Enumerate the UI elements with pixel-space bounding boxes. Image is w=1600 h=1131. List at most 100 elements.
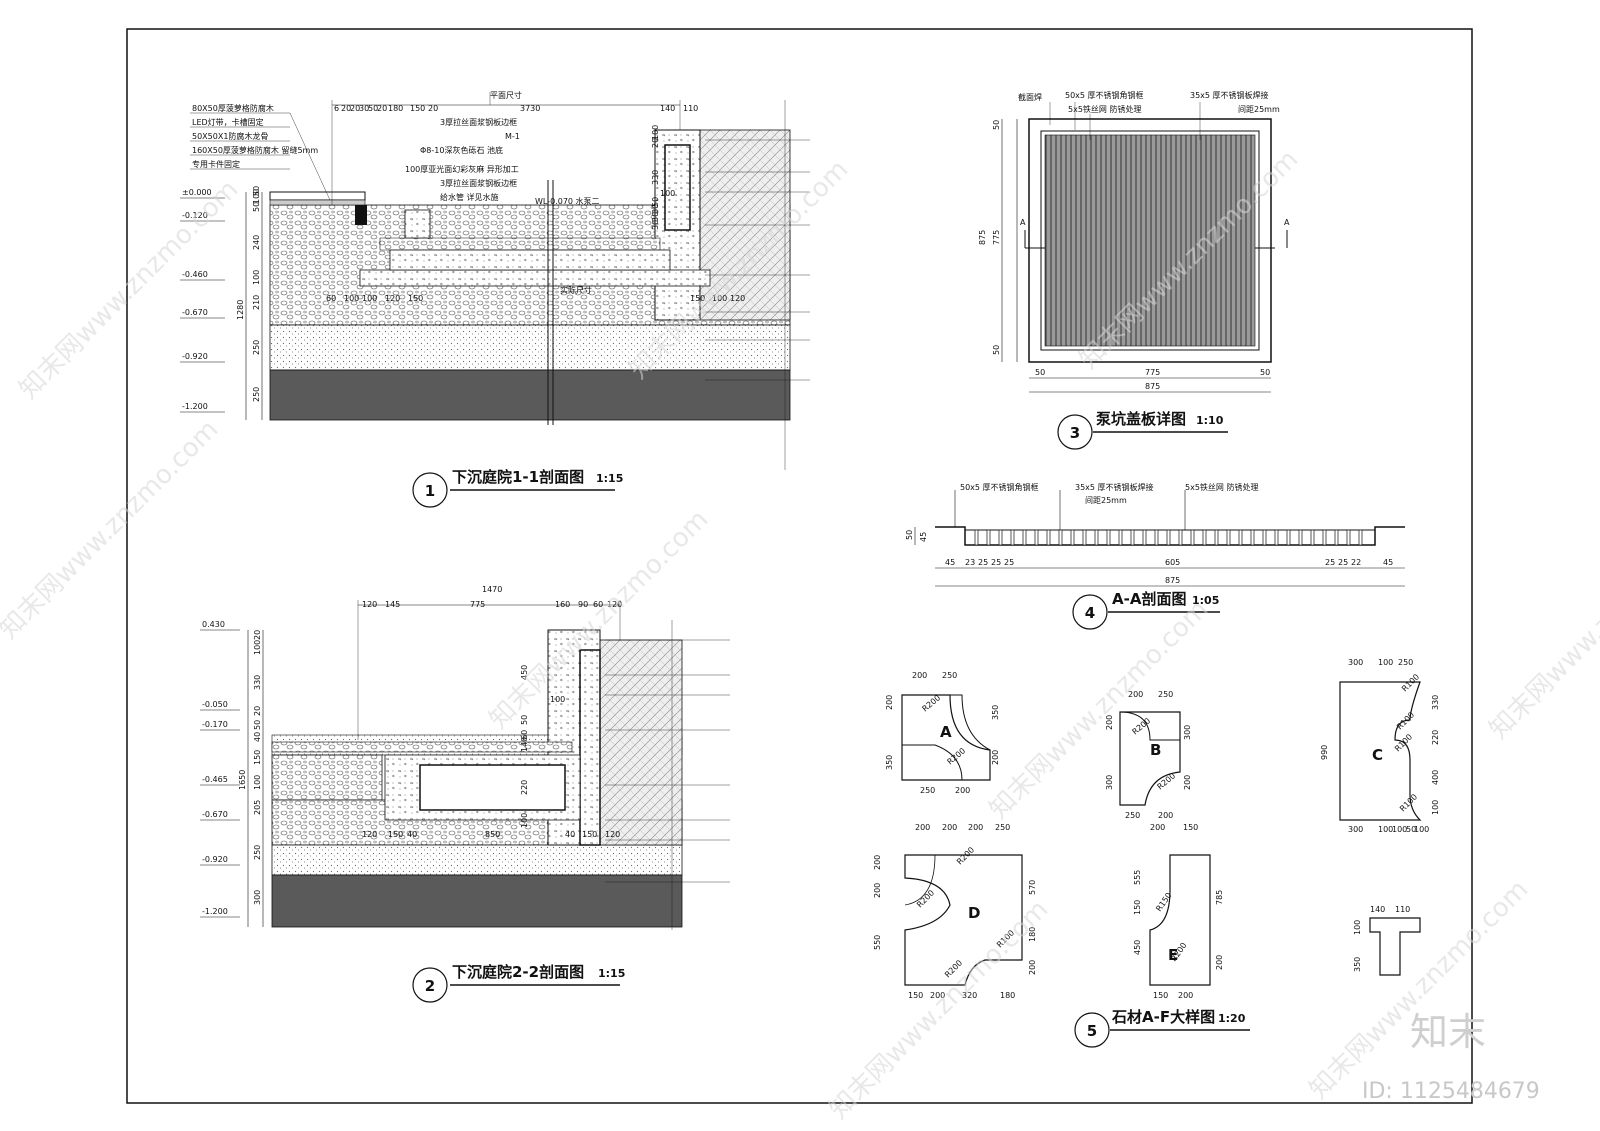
svg-text:250: 250	[995, 823, 1010, 832]
aa-bar	[1142, 529, 1147, 546]
svg-text:Φ8-10深灰色砾石 池底: Φ8-10深灰色砾石 池底	[420, 145, 503, 155]
svg-text:50x5 厚不锈钢角钢框: 50x5 厚不锈钢角钢框	[960, 482, 1039, 492]
svg-text:50: 50	[252, 186, 261, 196]
svg-text:给水管 详见水施: 给水管 详见水施	[440, 192, 499, 202]
aa-bar	[986, 529, 991, 546]
svg-text:100: 100	[253, 640, 262, 655]
d1-title: 下沉庭院1-1剖面图	[452, 468, 584, 486]
svg-text:-0.460: -0.460	[182, 270, 208, 279]
svg-text:150: 150	[1183, 823, 1198, 832]
svg-text:200: 200	[955, 786, 970, 795]
svg-text:100: 100	[520, 813, 529, 828]
svg-text:350: 350	[1353, 957, 1362, 972]
svg-text:140: 140	[520, 737, 529, 752]
d3-number: 3	[1070, 424, 1080, 442]
s1-top-dims: 6 20 20 30 50 20 180 150 20 140 110	[334, 104, 698, 113]
svg-text:5x5铁丝网 防锈处理: 5x5铁丝网 防锈处理	[1068, 104, 1141, 114]
svg-text:20: 20	[651, 138, 660, 148]
svg-text:50: 50	[1260, 368, 1270, 377]
svg-text:205: 205	[253, 800, 262, 815]
aa-bar	[1262, 529, 1267, 546]
svg-text:150: 150	[408, 294, 423, 303]
svg-text:140: 140	[660, 104, 675, 113]
watermark-2: 知末网www.znzmo.com	[0, 414, 224, 645]
svg-text:100: 100	[362, 294, 377, 303]
d2-scale: 1:15	[598, 967, 625, 980]
svg-text:100: 100	[1431, 800, 1440, 815]
svg-text:3厚拉丝面浆钢板边框: 3厚拉丝面浆钢板边框	[440, 178, 517, 188]
s1-mid-labels: 3厚拉丝面浆钢板边框 M-1 Φ8-10深灰色砾石 池底 100厚亚光面幻彩灰麻…	[405, 117, 600, 206]
svg-text:250: 250	[252, 387, 261, 402]
svg-text:300: 300	[1183, 725, 1192, 740]
s1-dim-3730: 3730	[520, 104, 540, 113]
stone-E	[1149, 854, 1211, 986]
svg-text:220: 220	[1431, 730, 1440, 745]
svg-text:200: 200	[930, 991, 945, 1000]
svg-text:110: 110	[683, 104, 698, 113]
svg-text:150: 150	[690, 294, 705, 303]
svg-text:100: 100	[1378, 658, 1393, 667]
svg-text:50: 50	[1406, 825, 1416, 834]
watermark-9: 知末网www.znzmo.com	[1484, 514, 1600, 745]
svg-text:550: 550	[873, 935, 882, 950]
svg-text:R200: R200	[1156, 771, 1178, 791]
s1-left-dims: 100 50 50 240 100 210 250 250 1280	[236, 186, 261, 402]
svg-text:20: 20	[377, 104, 387, 113]
svg-text:E: E	[1168, 946, 1178, 964]
svg-text:35x5 厚不锈钢板焊接: 35x5 厚不锈钢板焊接	[1075, 482, 1154, 492]
svg-text:200: 200	[873, 855, 882, 870]
s1-elevations: ±0.000 -0.120 -0.460 -0.670 -0.920 -1.20…	[182, 188, 212, 411]
svg-text:25: 25	[991, 558, 1001, 567]
svg-text:150: 150	[410, 104, 425, 113]
svg-text:R200: R200	[946, 746, 968, 766]
d5-number-circle	[1074, 1012, 1110, 1048]
svg-text:330: 330	[651, 170, 660, 185]
watermark-1: 知末网www.znzmo.com	[14, 174, 245, 405]
svg-text:-0.050: -0.050	[202, 700, 228, 709]
svg-text:30: 30	[651, 204, 660, 214]
svg-text:100: 100	[252, 270, 261, 285]
d5-number: 5	[1087, 1022, 1097, 1040]
section-mark-left: A	[1020, 218, 1026, 227]
svg-text:间距25mm: 间距25mm	[1085, 496, 1127, 505]
svg-text:605: 605	[1165, 558, 1180, 567]
svg-text:50: 50	[520, 715, 529, 725]
svg-text:200: 200	[912, 671, 927, 680]
svg-text:200: 200	[1158, 811, 1173, 820]
svg-text:200: 200	[1183, 775, 1192, 790]
svg-text:50: 50	[992, 120, 1001, 130]
aa-bar	[1022, 529, 1027, 546]
svg-text:775: 775	[992, 230, 1001, 245]
svg-text:-0.465: -0.465	[202, 775, 228, 784]
d1-number-circle	[412, 472, 448, 508]
svg-text:200: 200	[1105, 715, 1114, 730]
aa-bar	[1070, 529, 1075, 546]
svg-text:3厚拉丝面浆钢板边框: 3厚拉丝面浆钢板边框	[440, 117, 517, 127]
svg-text:45: 45	[945, 558, 955, 567]
aa-bar	[1178, 529, 1183, 546]
d1-number: 1	[425, 482, 435, 500]
aa-bar	[1274, 529, 1279, 546]
image-id: ID: 1125484679	[1362, 1079, 1540, 1104]
svg-text:875: 875	[978, 230, 987, 245]
svg-text:30: 30	[651, 220, 660, 230]
svg-text:50: 50	[992, 345, 1001, 355]
svg-text:250: 250	[1158, 690, 1173, 699]
svg-text:-0.670: -0.670	[182, 308, 208, 317]
d4-number: 4	[1085, 604, 1095, 622]
svg-text:20: 20	[253, 706, 262, 716]
svg-text:200: 200	[1028, 960, 1037, 975]
svg-text:160: 160	[555, 600, 570, 609]
svg-text:截面焊: 截面焊	[1018, 92, 1042, 102]
watermarks: 知末网www.znzmo.com 知末网www.znzmo.com 知末网www…	[0, 144, 1600, 1125]
svg-text:0.430: 0.430	[202, 620, 225, 629]
svg-text:20: 20	[253, 630, 262, 640]
section-2-2	[200, 600, 730, 930]
svg-text:25: 25	[978, 558, 988, 567]
svg-text:R200: R200	[955, 845, 976, 866]
svg-text:100: 100	[344, 294, 359, 303]
svg-text:60: 60	[326, 294, 336, 303]
svg-text:C: C	[1372, 746, 1383, 764]
svg-text:60: 60	[520, 730, 529, 740]
svg-text:450: 450	[1133, 940, 1142, 955]
